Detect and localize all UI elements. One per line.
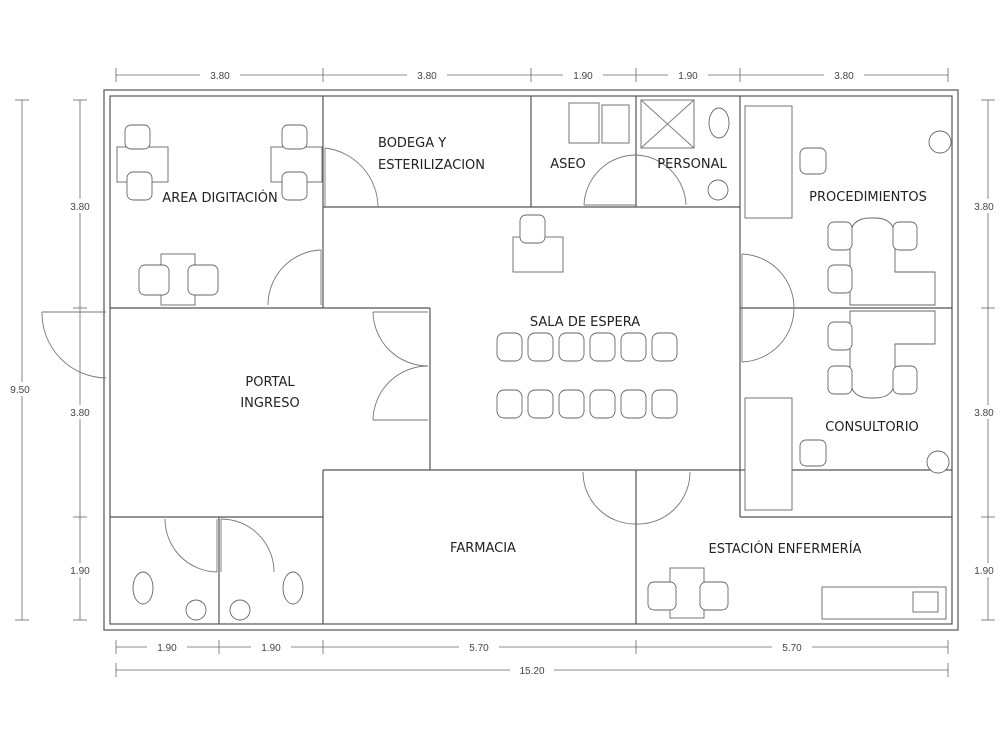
dim-left-1: 3.80 <box>70 202 90 213</box>
dim-bottom-1: 1.90 <box>157 643 177 654</box>
desk <box>849 217 936 306</box>
label-bodega-2: ESTERILIZACION <box>378 158 485 173</box>
sink <box>601 104 630 144</box>
chair <box>827 321 853 351</box>
chair <box>124 124 151 150</box>
stretcher <box>744 105 793 219</box>
walls <box>103 89 959 631</box>
dim-top-4: 1.90 <box>678 71 698 82</box>
chair <box>281 124 308 150</box>
dim-top-3: 1.90 <box>573 71 593 82</box>
chair <box>281 171 308 201</box>
chair <box>519 214 546 244</box>
chair <box>892 365 918 395</box>
label-area-digitacion: AREA DIGITACIÓN <box>162 190 277 206</box>
dim-top-2: 3.80 <box>417 71 437 82</box>
chair <box>699 581 729 611</box>
chair <box>827 221 853 251</box>
dim-right-1: 3.80 <box>974 202 994 213</box>
chair <box>126 171 153 201</box>
chair <box>799 147 827 175</box>
furniture <box>116 99 952 621</box>
waiting-chairs <box>496 332 678 419</box>
chair <box>827 264 853 294</box>
label-aseo: ASEO <box>550 157 586 172</box>
washbasin <box>928 130 952 154</box>
chair <box>647 581 677 611</box>
chair <box>892 221 918 251</box>
chair <box>187 264 219 296</box>
dim-bottom-2: 1.90 <box>261 643 281 654</box>
washbasin <box>185 599 207 621</box>
label-bodega-1: BODEGA Y <box>378 136 446 151</box>
room-labels: AREA DIGITACIÓN BODEGA Y ESTERILIZACION … <box>162 136 927 557</box>
washbasin <box>707 179 729 201</box>
doors <box>41 147 795 573</box>
label-consultorio: CONSULTORIO <box>825 420 919 435</box>
dim-left-3: 1.90 <box>70 566 90 577</box>
toilet <box>282 571 304 605</box>
chair <box>827 365 853 395</box>
toilet <box>708 107 730 139</box>
sink <box>912 591 939 613</box>
toilet <box>132 571 154 605</box>
chair <box>799 439 827 467</box>
dim-top-1: 3.80 <box>210 71 230 82</box>
dim-bottom-3: 5.70 <box>469 643 489 654</box>
desk <box>270 146 323 183</box>
washbasin <box>926 450 950 474</box>
label-procedimientos: PROCEDIMIENTOS <box>809 190 927 205</box>
dim-right-2: 3.80 <box>974 408 994 419</box>
stretcher <box>744 397 793 511</box>
dim-left-2: 3.80 <box>70 408 90 419</box>
label-portal-2: INGRESO <box>240 396 299 411</box>
label-portal-1: PORTAL <box>245 375 295 390</box>
dimension-labels: 3.80 3.80 1.90 1.90 3.80 1.90 1.90 5.70 … <box>2 68 1000 677</box>
label-farmacia: FARMACIA <box>450 541 516 556</box>
dim-top-5: 3.80 <box>834 71 854 82</box>
dim-bottom-4: 5.70 <box>782 643 802 654</box>
dim-total-height: 9.50 <box>10 385 30 396</box>
chair <box>138 264 170 296</box>
label-personal: PERSONAL <box>657 157 727 172</box>
label-sala-espera: SALA DE ESPERA <box>530 315 640 330</box>
desk <box>849 310 936 399</box>
sink-drainboard <box>568 102 600 144</box>
dim-right-3: 1.90 <box>974 566 994 577</box>
washbasin <box>229 599 251 621</box>
dim-total-width: 15.20 <box>519 666 544 677</box>
label-estacion-enfermeria: ESTACIÓN ENFERMERÍA <box>709 541 862 557</box>
